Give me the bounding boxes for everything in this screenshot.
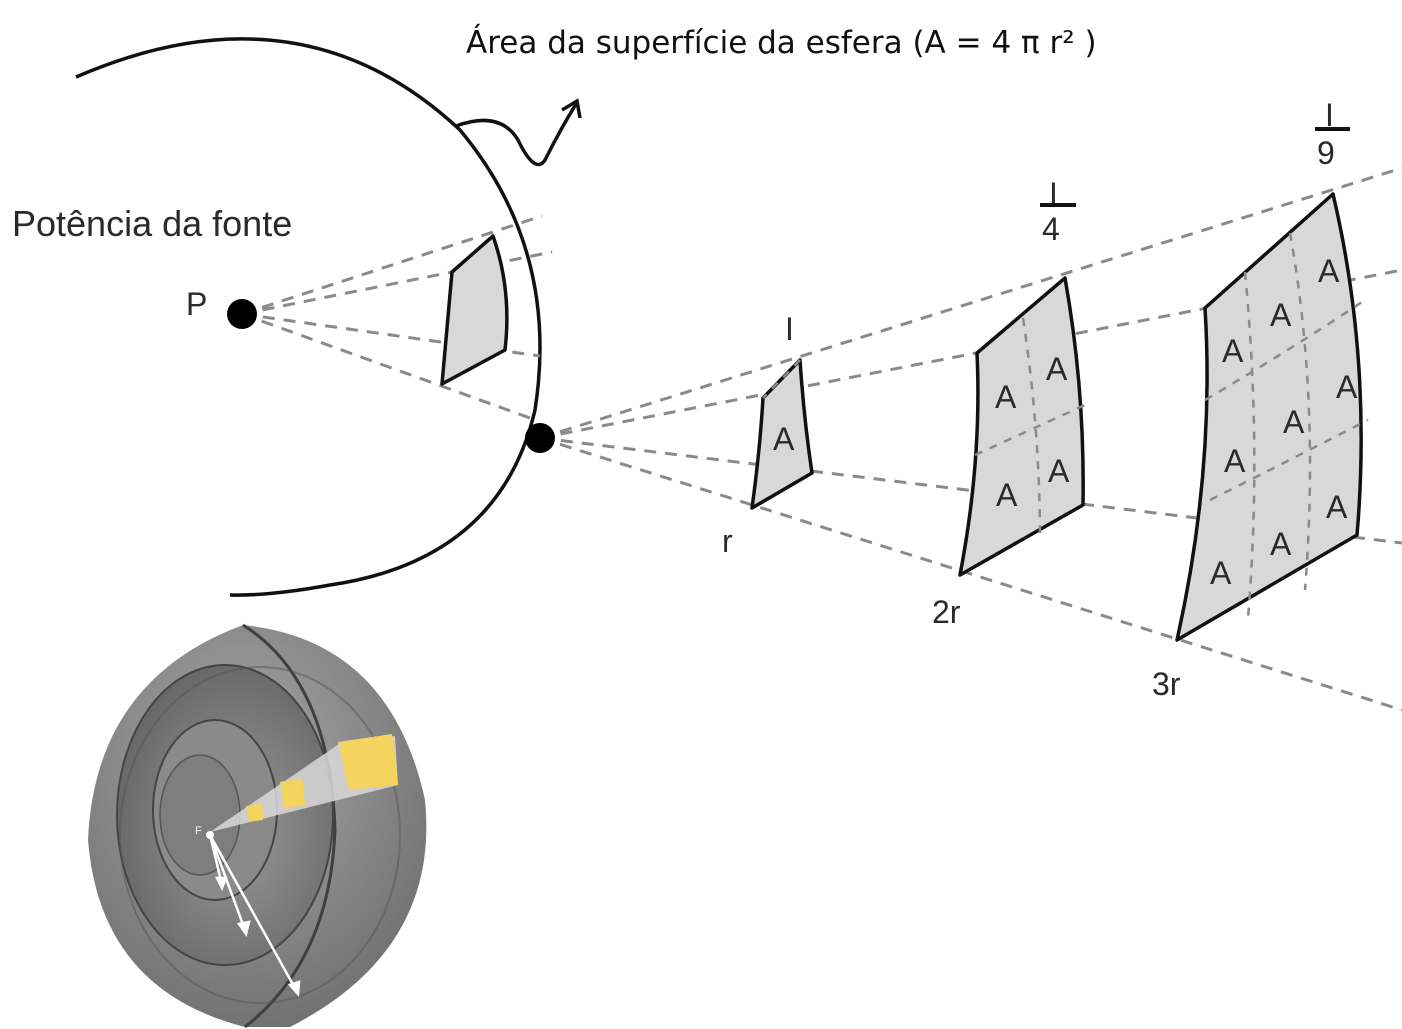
intensity-denominator-3r: 9 <box>1317 135 1335 171</box>
area-label: A <box>1336 369 1358 405</box>
arrowhead <box>561 98 582 119</box>
highlight-patch-large <box>338 734 398 790</box>
highlight-patch-small <box>246 803 263 822</box>
area-label: A <box>1283 404 1305 440</box>
area-label: A <box>1048 453 1070 489</box>
distance-label-r: r <box>722 523 733 559</box>
sphere-patch <box>440 234 509 386</box>
point-p <box>227 299 257 329</box>
patch-2r: A A A A I 4 2r <box>932 176 1086 630</box>
area-label: A <box>1222 333 1244 369</box>
area-label: A <box>1224 443 1246 479</box>
curved-arrow <box>455 103 578 167</box>
sphere-arc <box>75 37 542 597</box>
point-label: P <box>186 286 207 322</box>
area-label: A <box>1210 555 1232 591</box>
diagram-title: Área da superfície da esfera (A = 4 π r²… <box>466 25 1097 61</box>
sphere-center-label: F <box>195 825 202 837</box>
cutaway-sphere: F <box>88 623 427 1029</box>
area-label: A <box>1270 526 1292 562</box>
area-label: A <box>1326 489 1348 525</box>
patch-r: A I r <box>722 311 814 559</box>
distance-label-3r: 3r <box>1152 666 1181 702</box>
source-point <box>525 423 555 453</box>
source-label: Potência da fonte <box>12 203 292 244</box>
area-label: A <box>995 379 1017 415</box>
intensity-numerator-2r: I <box>1049 176 1058 212</box>
area-label: A <box>996 477 1018 513</box>
intensity-denominator-2r: 4 <box>1042 211 1060 247</box>
area-label: A <box>1046 351 1068 387</box>
distance-label-2r: 2r <box>932 594 961 630</box>
patch-3r: A A A A A A A A A I 9 3r <box>1152 97 1369 702</box>
area-label: A <box>1270 297 1292 333</box>
intensity-numerator-3r: I <box>1325 97 1334 133</box>
area-label: A <box>1318 253 1340 289</box>
intensity-label-r: I <box>785 311 794 347</box>
area-label: A <box>773 421 795 457</box>
highlight-patch-medium <box>280 778 305 808</box>
